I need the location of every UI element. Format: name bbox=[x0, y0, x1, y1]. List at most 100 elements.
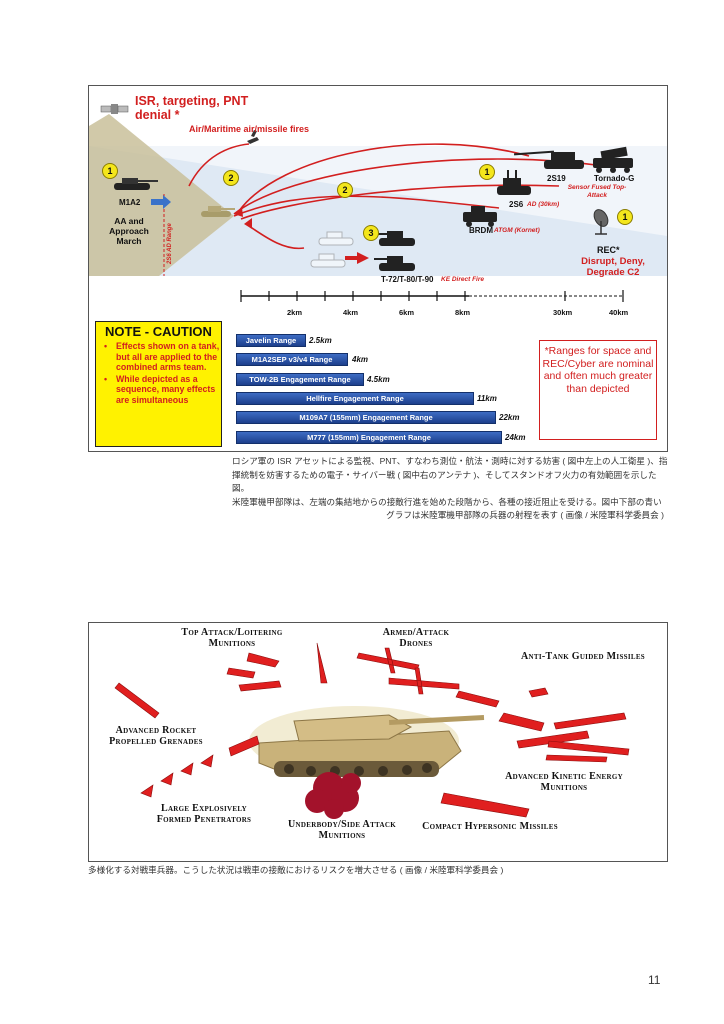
scale-tick: 4km bbox=[343, 308, 359, 317]
note-list: Effects shown on a tank, but all are app… bbox=[96, 341, 221, 405]
rec-antenna-icon bbox=[593, 209, 609, 235]
label-top-attack: Top Attack/Loitering Munitions bbox=[181, 627, 283, 649]
range-value: 2.5km bbox=[309, 336, 332, 345]
drone-icon bbox=[388, 667, 460, 695]
explosion-icon bbox=[305, 772, 361, 819]
label-hypersonic: Compact Hypersonic Missiles bbox=[422, 821, 558, 832]
range-bar-tow2b: TOW-2B Engagement Range bbox=[236, 373, 364, 386]
scale-tick: 6km bbox=[399, 308, 415, 317]
fire-arc bbox=[238, 143, 530, 212]
tornado-g-icon bbox=[593, 146, 633, 173]
loitering-munition-icon bbox=[316, 642, 328, 684]
efp-icon bbox=[140, 754, 214, 798]
label-kinetic: Advanced Kinetic Energy Munitions bbox=[505, 771, 623, 793]
satellite-icon bbox=[100, 104, 129, 114]
movement-arrow-icon bbox=[151, 195, 171, 209]
range-bar-m1a2sep: M1A2SEP v3/v4 Range bbox=[236, 353, 348, 366]
range-bar-javelin: Javelin Range bbox=[236, 334, 306, 347]
range-value: 11km bbox=[477, 394, 497, 403]
missile-icon bbox=[528, 687, 549, 698]
step-badge: 1 bbox=[479, 164, 495, 180]
scale-tick: 2km bbox=[287, 308, 303, 317]
range-value: 22km bbox=[499, 413, 520, 422]
sensor-fused-label: Sensor Fused Top-Attack bbox=[567, 184, 627, 199]
page-number: 11 bbox=[648, 973, 661, 987]
2s6-icon bbox=[497, 170, 531, 195]
caption-line: ロシア軍の ISR アセットによる監視、PNT、すなわち測位・航法・測時に対する… bbox=[232, 456, 668, 466]
rec-label: REC* bbox=[597, 245, 620, 255]
fire-arc bbox=[233, 195, 500, 217]
2s6-range-label: 2S6 AD Range bbox=[167, 223, 173, 264]
scale-tick: 40km bbox=[609, 308, 629, 317]
note-caution-box: NOTE - CAUTION Effects shown on a tank, … bbox=[95, 321, 222, 447]
tank-under-fire-icon bbox=[201, 206, 235, 217]
caption-line: 揮統制を妨害するための電子・サイバー戦 ( 図中右のアンテナ )、そしてスタンド… bbox=[232, 469, 657, 494]
t72-label: T-72/T-80/T-90 bbox=[381, 275, 434, 284]
abrams-tank-icon bbox=[249, 706, 485, 777]
weapons-graphics bbox=[114, 642, 630, 819]
step-badge: 2 bbox=[223, 170, 239, 186]
t72-tank-icon bbox=[374, 231, 415, 271]
step-badge: 3 bbox=[363, 225, 379, 241]
kinetic-munition-icon bbox=[545, 754, 608, 763]
step-badge: 2 bbox=[337, 182, 353, 198]
range-bar-m777: M777 (155mm) Engagement Range bbox=[236, 431, 502, 444]
drone-icon bbox=[356, 647, 420, 674]
figure-antitank-weapons: Top Attack/Loitering Munitions Armed/Att… bbox=[88, 622, 668, 862]
figure1-caption: ロシア軍の ISR アセットによる監視、PNT、すなわち測位・航法・測時に対する… bbox=[232, 455, 672, 523]
range-value: 4.5km bbox=[367, 375, 390, 384]
2s19-label: 2S19 bbox=[547, 174, 566, 183]
m1a2-label: M1A2 bbox=[119, 198, 141, 207]
brdm-label: BRDM bbox=[469, 226, 493, 235]
aa-approach-label: AA and Approach March bbox=[109, 216, 149, 246]
label-armed-drones: Armed/Attack Drones bbox=[382, 627, 450, 649]
scale-tick: 30km bbox=[553, 308, 573, 317]
caption-line: 米陸軍機甲部隊は、左端の集結地からの接敵行進を始めた段階から、各種の接近阻止を受… bbox=[232, 496, 662, 507]
hypersonic-missile-icon bbox=[440, 792, 530, 818]
threat-diagram-graphics bbox=[89, 104, 667, 302]
brdm-icon bbox=[463, 206, 497, 227]
ke-direct-fire-label: KE Direct Fire bbox=[441, 276, 484, 283]
2s6-label: 2S6 bbox=[509, 200, 524, 209]
figure-threat-ranges: ISR, targeting, PNT denial * Air/Maritim… bbox=[88, 85, 668, 452]
step-badge: 1 bbox=[102, 163, 118, 179]
label-efp: Large Explosively Formed Penetrators bbox=[156, 803, 252, 825]
rpg-icon bbox=[114, 682, 160, 719]
range-value: 4km bbox=[352, 355, 369, 364]
missile-icon bbox=[516, 730, 590, 749]
fire-arc bbox=[248, 225, 305, 250]
tank-icon bbox=[114, 178, 158, 190]
note-item: Effects shown on a tank, but all are app… bbox=[104, 341, 221, 373]
atgm-kornet-label: ATGM (Kornet) bbox=[494, 227, 540, 234]
ghost-tank-icon bbox=[310, 231, 354, 268]
figure2-caption: 多様化する対戦車兵器。こうした状況は戦車の接敵におけるリスクを増大させる ( 画… bbox=[88, 865, 504, 875]
range-bar-m109a7: M109A7 (155mm) Engagement Range bbox=[236, 411, 496, 424]
label-atgm: Anti-Tank Guided Missiles bbox=[521, 651, 645, 662]
missile-icon bbox=[553, 712, 627, 730]
note-item: While depicted as a sequence, many effec… bbox=[104, 374, 221, 406]
isr-cone bbox=[89, 114, 234, 276]
loitering-munition-icon bbox=[226, 667, 256, 679]
tornado-g-label: Tornado-G bbox=[594, 174, 635, 183]
air-fires-label: Air/Maritime air/missile fires bbox=[189, 124, 310, 134]
label-rpg: Advanced Rocket Propelled Grenades bbox=[109, 725, 203, 747]
loitering-munition-icon bbox=[246, 652, 280, 668]
aircraft-icon bbox=[247, 130, 259, 144]
ranges-note: *Ranges for space and REC/Cyber are nomi… bbox=[539, 340, 657, 440]
ad-30km-label: AD (30km) bbox=[527, 201, 560, 208]
2s19-icon bbox=[513, 150, 584, 169]
isr-title: ISR, targeting, PNT denial * bbox=[135, 94, 249, 122]
step-badge: 1 bbox=[617, 209, 633, 225]
range-bar-hellfire: Hellfire Engagement Range bbox=[236, 392, 474, 405]
caption-line: グラフは米陸軍機甲部隊の兵器の射程を表す ( 画像 / 米陸軍科学委員会 ) bbox=[386, 510, 664, 520]
fire-arc bbox=[233, 158, 605, 215]
fire-arc bbox=[188, 143, 250, 187]
rpg-icon bbox=[228, 735, 260, 757]
range-value: 24km bbox=[505, 433, 526, 442]
missile-icon bbox=[455, 690, 500, 708]
loitering-munition-icon bbox=[238, 680, 282, 692]
missile-icon bbox=[498, 712, 545, 732]
note-title: NOTE - CAUTION bbox=[105, 324, 212, 339]
kinetic-munition-icon bbox=[547, 740, 630, 756]
rec-description: Disrupt, Deny, Degrade C2 bbox=[581, 256, 645, 278]
